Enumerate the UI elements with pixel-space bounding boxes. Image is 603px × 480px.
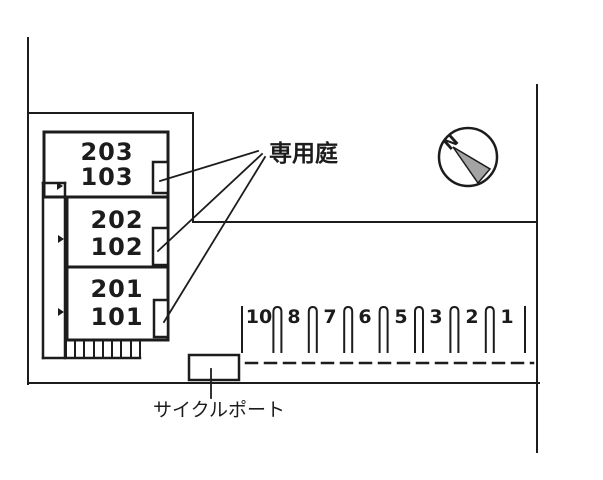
compass-needle [452,146,492,185]
entry-markers [57,182,64,316]
room-number-203: 203 [80,138,133,166]
parking-divider [272,305,283,353]
room-number-102: 102 [90,233,143,261]
garden-rects [151,160,170,339]
cycle-port-rect [187,353,241,382]
site-boundary [27,37,540,453]
private-garden-callout: 専用庭 [156,140,338,324]
compass-circle [437,126,499,188]
parking-space-number-3: 3 [429,306,442,328]
fence-polyline [27,112,538,223]
parking-space-number-8: 8 [287,306,300,328]
fence-line [27,112,538,223]
garden-leader-line-101 [162,155,267,324]
parking-divider [484,305,495,353]
stairs-hatch [65,340,141,359]
private-garden-label: 専用庭 [269,140,338,167]
compass-icon: N [437,126,499,188]
parking-divider [449,305,460,353]
parking-space-number-6: 6 [358,306,371,328]
corridor-strip [41,181,142,360]
parking-divider [343,305,354,353]
parking-numbers: 10 8 7 6 5 3 2 1 [246,306,514,328]
cycle-port-label: サイクルポート [153,399,285,421]
entry-arrow-icon [58,308,64,316]
cycle-port-callout: サイクルポート [153,353,285,421]
garden-rect-101 [152,298,170,339]
parking-space-number-1: 1 [500,306,513,328]
room-number-103: 103 [80,163,133,191]
room-number-101: 101 [90,303,143,331]
parking-space-number-5: 5 [394,306,407,328]
parking-divider [414,305,424,353]
room-number-202: 202 [90,206,143,234]
parking-divider [307,305,318,353]
room-numbers: 203 103 202 102 201 101 [80,138,143,331]
garden-rect-103 [151,160,170,195]
garden-leader-line-103 [158,149,260,183]
parking-space-number-10: 10 [246,306,272,328]
building [41,130,170,360]
parking-space-number-2: 2 [465,306,478,328]
entry-arrow-icon [57,182,63,190]
parking-space-number-7: 7 [323,306,336,328]
room-number-201: 201 [90,275,143,303]
parking-area: 10 8 7 6 5 3 2 1 [241,305,535,365]
parking-divider [378,305,389,353]
garden-rect-102 [151,226,170,267]
entry-arrow-icon [58,235,64,243]
garden-leader-line-102 [156,152,264,253]
